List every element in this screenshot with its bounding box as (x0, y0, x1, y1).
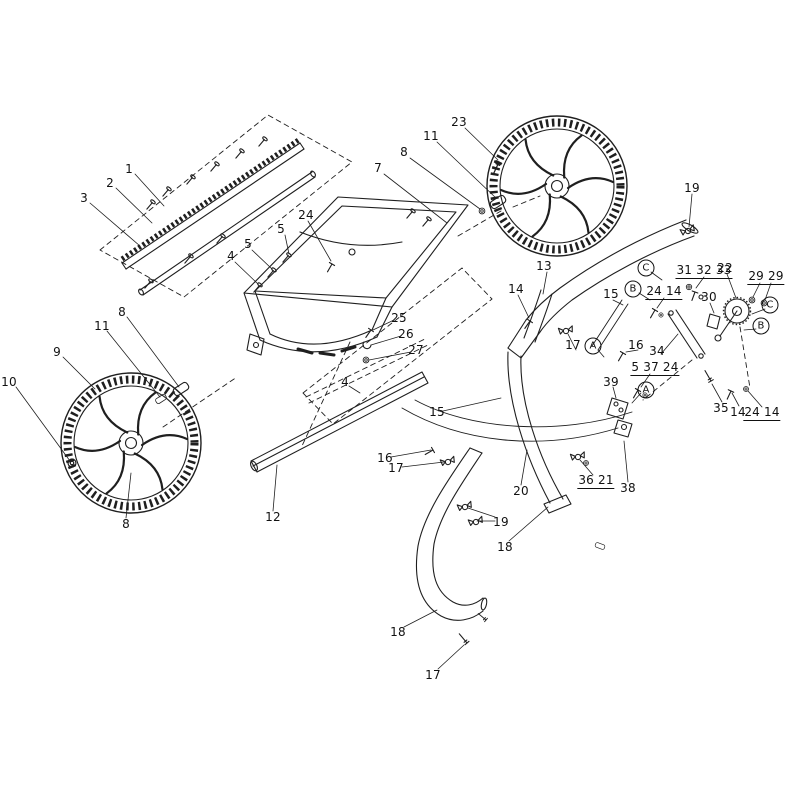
small-hardware (423, 224, 768, 646)
hardware-screws (142, 135, 269, 291)
hopper-group (243, 196, 469, 364)
spreader-bar (250, 371, 429, 473)
leader-lines (15, 127, 772, 670)
construction-lines (99, 114, 751, 447)
gearbox-group (606, 296, 752, 438)
agitator-bars-group (120, 136, 316, 296)
handle-frame-group (415, 219, 699, 621)
control-rods (401, 299, 633, 442)
axle-hardware (67, 160, 508, 468)
right-wheel (487, 116, 627, 256)
